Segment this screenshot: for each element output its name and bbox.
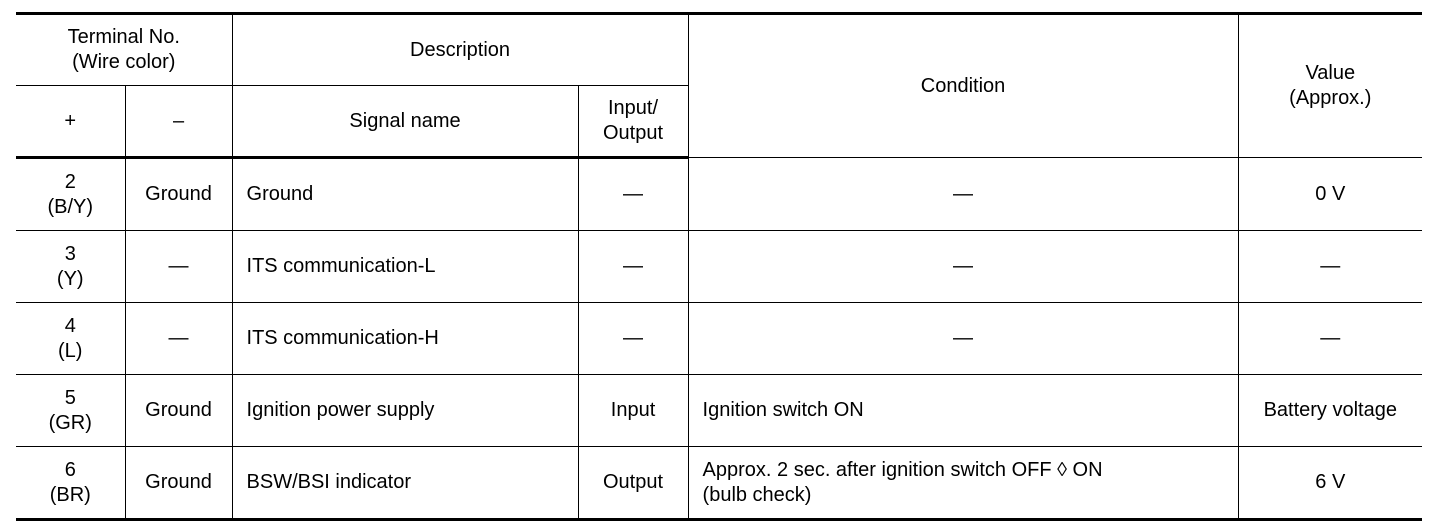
value-label: Value — [1305, 62, 1356, 84]
condition-cell: — — [687, 230, 1239, 303]
condition-cell: — — [687, 302, 1239, 375]
input-output-label-2: Output — [603, 122, 664, 144]
terminal-number: 4 — [64, 314, 76, 337]
header-row-2: + – Signal name Input/ Output — [16, 85, 1422, 159]
minus-cell: — — [124, 230, 233, 303]
minus-header: – — [124, 85, 233, 159]
value-header: Value (Approx.) — [1237, 12, 1423, 158]
table-row: 6 (BR) Ground BSW/BSI indicator Output A… — [16, 446, 1423, 521]
signal-name-cell: Ignition power supply — [231, 374, 579, 447]
minus-cell: Ground — [124, 374, 233, 447]
input-output-cell: — — [577, 157, 689, 231]
terminal-table: Terminal No. (Wire color) Description Co… — [16, 12, 1423, 521]
wire-color: (B/Y) — [47, 195, 94, 218]
minus-cell: Ground — [124, 446, 233, 521]
condition-cell: Approx. 2 sec. after ignition switch OFF… — [687, 446, 1239, 521]
signal-name-cell: ITS communication-H — [231, 302, 579, 375]
wire-color: (GR) — [48, 411, 92, 434]
value-cell: 0 V — [1237, 157, 1423, 231]
terminal-number: 5 — [64, 386, 76, 409]
value-cell: — — [1237, 302, 1423, 375]
minus-cell: Ground — [124, 157, 233, 231]
description-header: Description — [231, 12, 689, 86]
wire-color: (BR) — [49, 483, 91, 506]
approx-label: (Approx.) — [1289, 87, 1372, 109]
terminal-cell: 6 (BR) — [16, 446, 126, 521]
wire-color: (Y) — [56, 267, 84, 290]
terminal-cell: 5 (GR) — [16, 374, 126, 447]
signal-name-cell: BSW/BSI indicator — [231, 446, 579, 521]
terminal-cell: 2 (B/Y) — [16, 157, 126, 231]
signal-name-cell: Ground — [231, 157, 579, 231]
plus-header: + — [16, 85, 126, 159]
terminal-number: 6 — [64, 458, 76, 481]
condition-cell: — — [687, 157, 1239, 231]
input-output-label-1: Input/ — [608, 97, 659, 119]
wire-color-label: (Wire color) — [72, 51, 176, 73]
terminal-no-label: Terminal No. — [67, 26, 180, 48]
terminal-cell: 3 (Y) — [16, 230, 126, 303]
value-cell: — — [1237, 230, 1423, 303]
table-row: 4 (L) — ITS communication-H — — — — [16, 302, 1423, 375]
input-output-header: Input/ Output — [577, 85, 689, 159]
terminal-no-header: Terminal No. (Wire color) — [16, 12, 233, 86]
value-cell: Battery voltage — [1237, 374, 1423, 447]
table-row: 2 (B/Y) Ground Ground — — 0 V — [16, 157, 1423, 231]
table-row: 5 (GR) Ground Ignition power supply Inpu… — [16, 374, 1423, 447]
input-output-cell: — — [577, 302, 689, 375]
input-output-cell: — — [577, 230, 689, 303]
input-output-cell: Input — [577, 374, 689, 447]
signal-name-header: Signal name — [231, 85, 579, 159]
value-cell: 6 V — [1237, 446, 1423, 521]
wire-color: (L) — [58, 339, 83, 362]
signal-name-cell: ITS communication-L — [231, 230, 579, 303]
minus-cell: — — [124, 302, 233, 375]
table-row: 3 (Y) — ITS communication-L — — — — [16, 230, 1423, 303]
condition-cell: Ignition switch ON — [687, 374, 1239, 447]
terminal-cell: 4 (L) — [16, 302, 126, 375]
header-row-1: Terminal No. (Wire color) Description Co… — [16, 12, 1423, 158]
condition-header: Condition — [687, 12, 1239, 158]
terminal-number: 2 — [64, 170, 76, 193]
terminal-number: 3 — [64, 242, 76, 265]
condition-line-2: (bulb check) — [702, 483, 812, 506]
condition-line-1: Approx. 2 sec. after ignition switch OFF… — [702, 458, 1103, 481]
input-output-cell: Output — [577, 446, 689, 521]
